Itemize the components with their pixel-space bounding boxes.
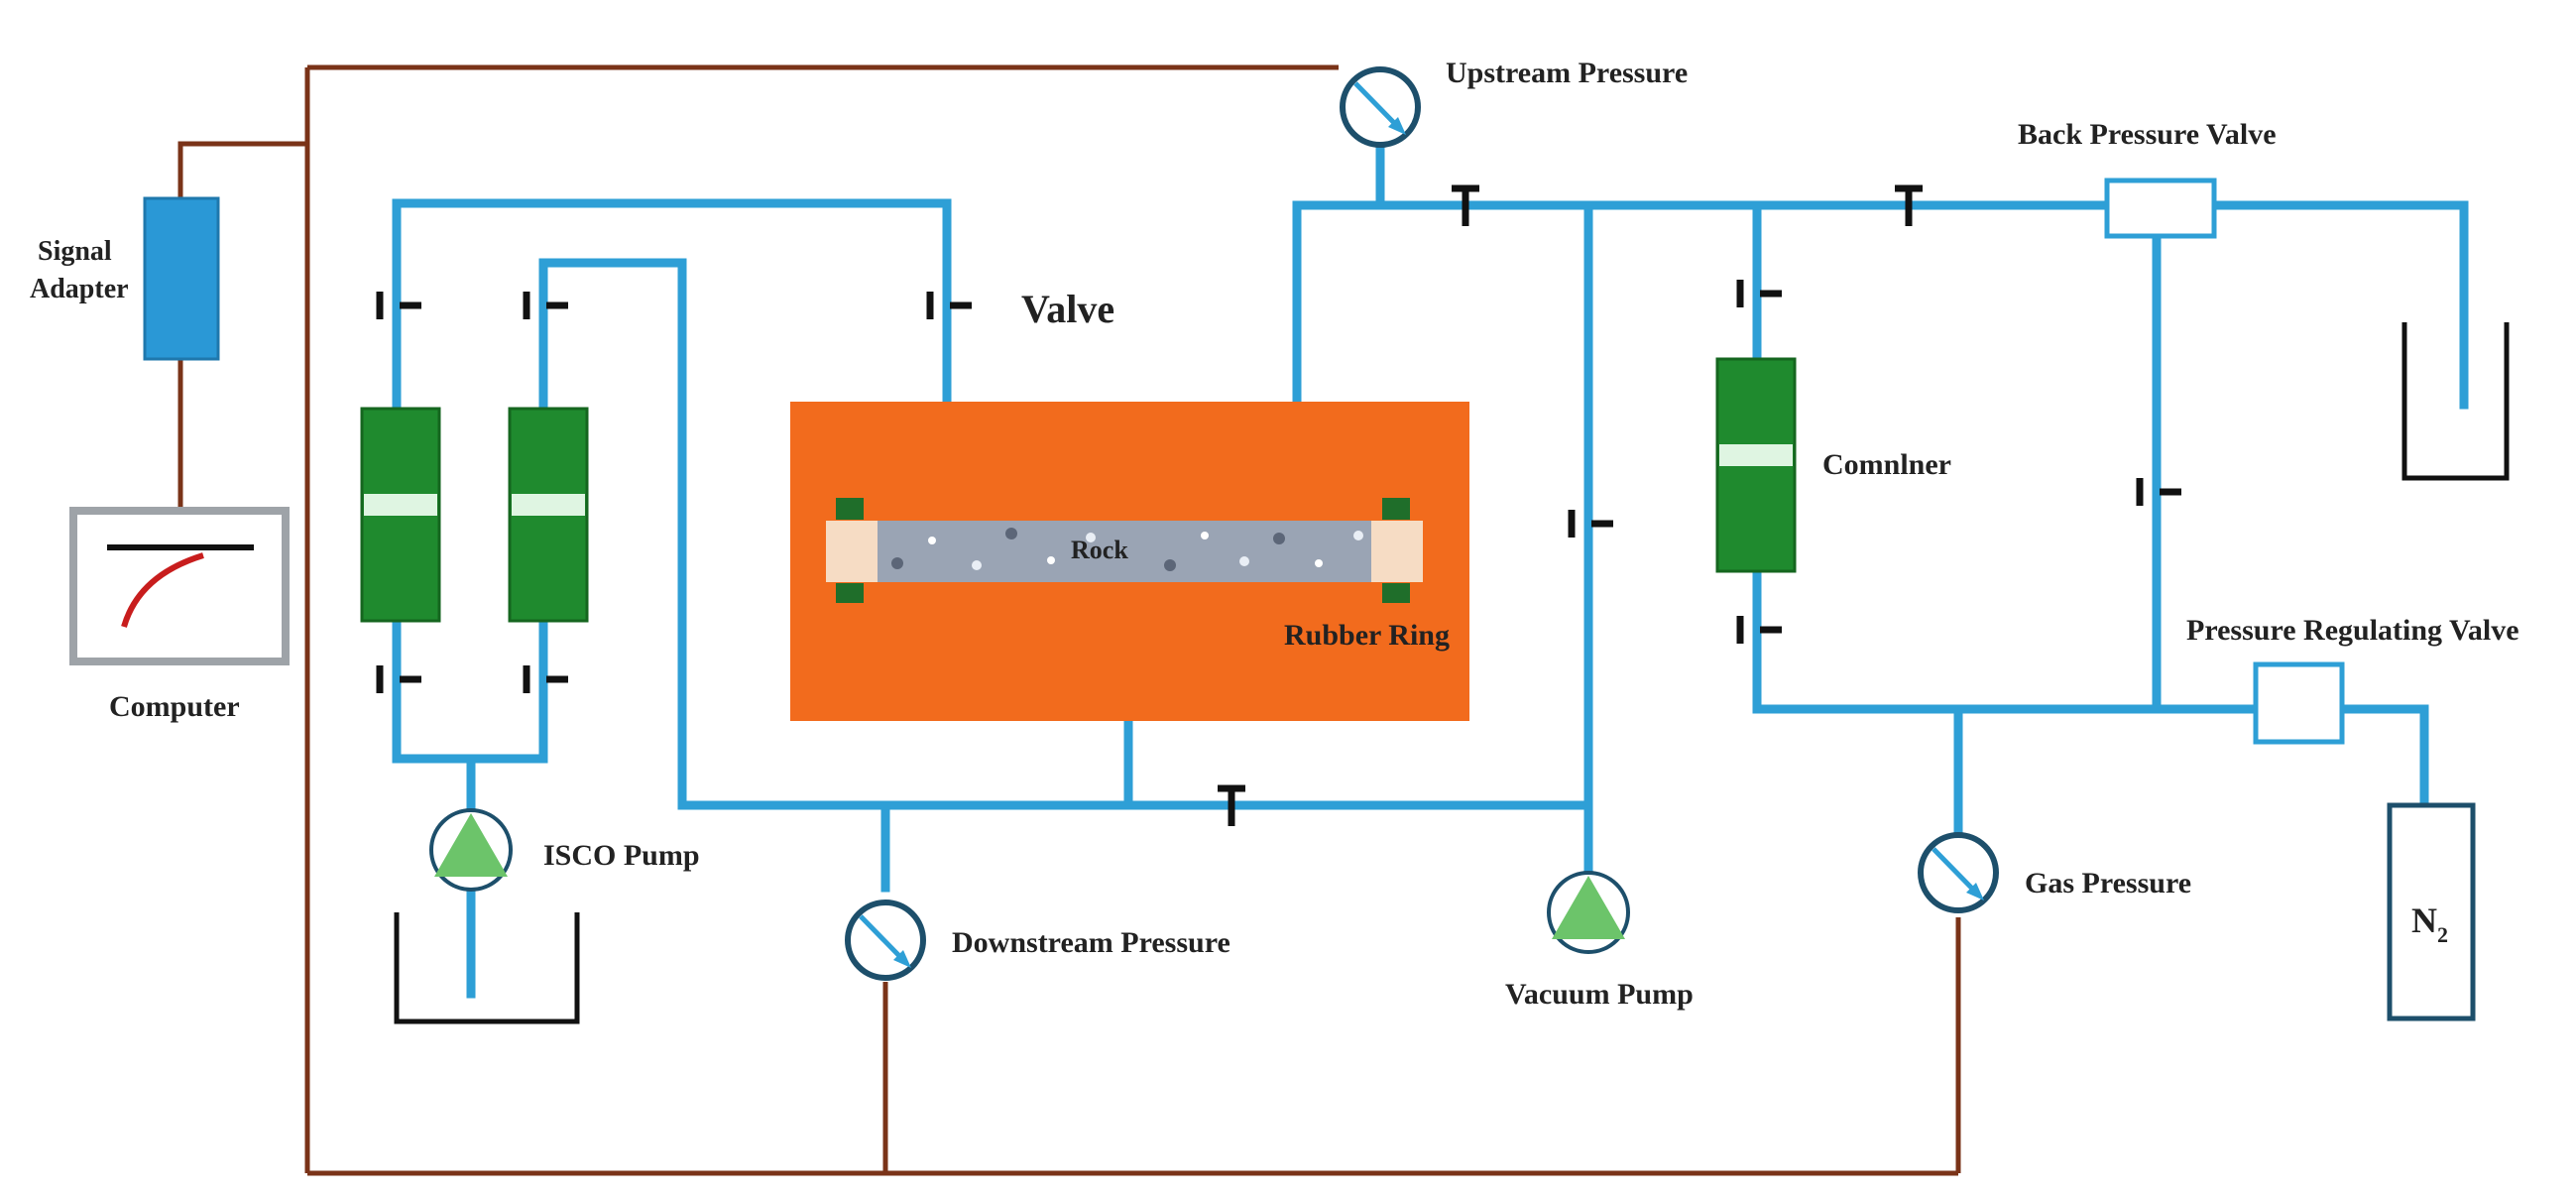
signal-wiring xyxy=(177,64,1961,1176)
isco-pump-label: ISCO Pump xyxy=(543,839,700,872)
rubber-ring-right-top xyxy=(1382,498,1410,520)
back-pressure-valve xyxy=(2104,178,2217,239)
valve-icon xyxy=(376,665,421,693)
computer-screen-curve xyxy=(121,552,204,628)
valve-icon xyxy=(1218,784,1245,826)
signal-adapter-label-line1: Signal xyxy=(38,236,112,267)
valve-label: Valve xyxy=(1021,287,1114,331)
upstream-pressure-label: Upstream Pressure xyxy=(1446,57,1688,89)
container-piston xyxy=(1715,357,1797,573)
isco-reservoir-beaker xyxy=(394,912,580,1024)
gas-pressure-gauge xyxy=(1918,832,1999,913)
rock-sample xyxy=(826,521,1423,582)
isco-piston-right xyxy=(508,407,589,623)
valve-icon xyxy=(1895,184,1923,226)
valve-icon xyxy=(926,292,972,319)
valve-icon xyxy=(1452,184,1479,226)
pipe-upstream-left-loop xyxy=(392,198,952,523)
valve-icon xyxy=(523,292,568,319)
rubber-ring-right-bottom xyxy=(1382,583,1410,603)
downstream-pressure-label: Downstream Pressure xyxy=(952,926,1230,959)
pipe-container-bottom xyxy=(1752,566,2261,714)
valve-icon xyxy=(1736,616,1782,644)
pressure-regulating-valve xyxy=(2253,661,2345,745)
computer xyxy=(69,507,290,665)
end-plug-left xyxy=(826,521,878,582)
nitrogen-subscript: 2 xyxy=(2437,922,2448,947)
gas-pressure-label: Gas Pressure xyxy=(2025,867,2191,899)
signal-adapter xyxy=(143,196,220,361)
upstream-pressure-gauge xyxy=(1340,66,1421,148)
core-holder: Rock Rubber Ring xyxy=(790,402,1469,721)
downstream-pressure-gauge xyxy=(845,899,926,981)
outlet-collection-beaker xyxy=(2401,322,2510,481)
end-plug-right xyxy=(1371,521,1423,582)
vacuum-pump xyxy=(1547,871,1630,954)
valve-icon xyxy=(1736,280,1782,307)
computer-label: Computer xyxy=(109,690,240,723)
nitrogen-label: N xyxy=(2411,900,2437,940)
rubber-ring-left-bottom xyxy=(836,583,864,603)
vacuum-pump-label: Vacuum Pump xyxy=(1505,978,1694,1011)
pipe-bpv-outlet xyxy=(2209,200,2469,410)
back-pressure-valve-label: Back Pressure Valve xyxy=(2018,118,2277,151)
valve-icon xyxy=(1568,510,1613,538)
valve-icon xyxy=(2136,478,2181,506)
rock-label: Rock xyxy=(1071,536,1128,564)
isco-pump xyxy=(429,808,513,892)
pipe-n2-supply xyxy=(2337,704,2429,810)
signal-adapter-label-line2: Adapter xyxy=(30,274,129,304)
rubber-ring-label: Rubber Ring xyxy=(1284,619,1450,652)
valves xyxy=(376,184,2181,826)
wire-to-adapter xyxy=(177,141,307,198)
computer-monitor xyxy=(69,507,290,665)
rubber-ring-left-top xyxy=(836,498,864,520)
valve-icon xyxy=(523,665,568,693)
container-label: Comnlner xyxy=(1822,448,1951,481)
pressure-regulating-valve-label: Pressure Regulating Valve xyxy=(2186,614,2519,647)
isco-piston-left xyxy=(360,407,441,623)
pipe-downstream-loop xyxy=(538,258,1593,810)
valve-icon xyxy=(376,292,421,319)
nitrogen-cylinder xyxy=(2387,802,2476,1021)
